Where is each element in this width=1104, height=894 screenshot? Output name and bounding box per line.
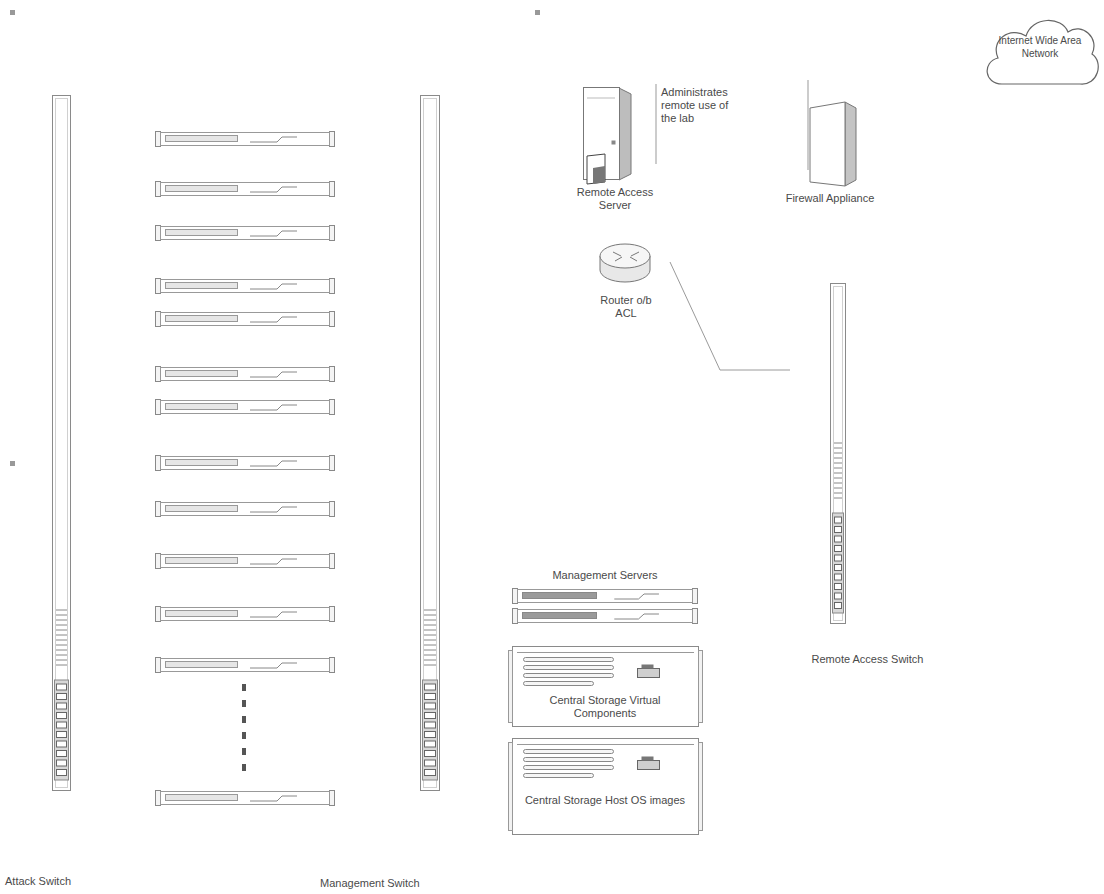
node-label: Firewall Appliance <box>770 192 890 205</box>
rack-servers <box>156 132 335 806</box>
node-label: Central Storage Virtual Components <box>517 694 693 720</box>
management-servers: Management Servers <box>505 566 705 630</box>
node-label: Attack Switch <box>5 875 125 888</box>
server-icon: Remote Access Server <box>565 82 665 220</box>
continuation-dots <box>242 684 246 771</box>
management-switch: Management Switch <box>310 95 450 892</box>
attack-switch-shape <box>5 95 125 891</box>
storage-array: Central Storage Host OS images <box>505 736 705 836</box>
node-label: Remote Access Switch <box>795 653 940 666</box>
node-label: Management Switch <box>320 877 450 890</box>
connector <box>670 262 790 370</box>
node-label: Management Servers <box>505 569 705 582</box>
corner-marks <box>10 10 540 466</box>
node-label: Central Storage Host OS images <box>517 794 693 807</box>
attack-switch: Attack Switch <box>5 95 125 891</box>
remote-access-switch: Remote Access Switch <box>790 283 940 675</box>
node-label: Internet Wide Area Network <box>994 34 1086 60</box>
storage-array-shape <box>505 736 705 836</box>
node-label: Remote Access Server <box>565 186 665 212</box>
router-icon: Router o/b ACL <box>585 232 670 326</box>
callout-lines <box>656 80 808 170</box>
callout-note: Administrates remote use of the lab <box>661 86 745 125</box>
node-label: Router o/b ACL <box>595 294 657 320</box>
firewall-icon: Firewall Appliance <box>770 100 890 212</box>
management-switch-shape <box>310 95 450 891</box>
cloud: Internet Wide Area Network <box>980 10 1100 100</box>
remote-access-switch-shape <box>790 283 940 675</box>
storage-array: Central Storage Virtual Components <box>505 644 705 728</box>
